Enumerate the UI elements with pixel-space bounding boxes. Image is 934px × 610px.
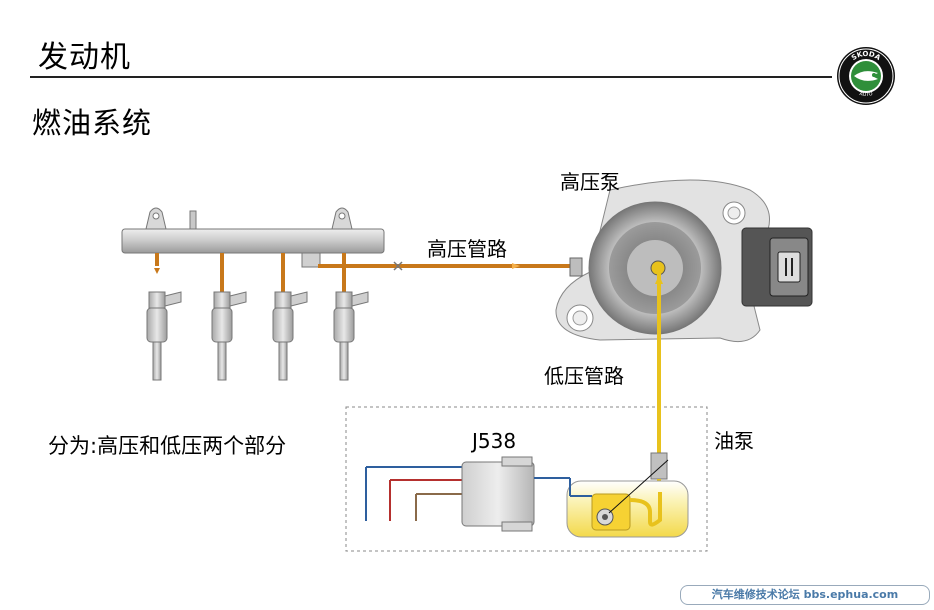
title-divider	[30, 76, 832, 78]
page-subtitle: 燃油系统	[32, 106, 153, 140]
watermark-badge: 汽车维修技术论坛 bbs.ephua.com	[680, 585, 930, 605]
high-pressure-pump	[555, 179, 813, 343]
fuel-rail	[121, 207, 385, 268]
label-high-pressure-pump: 高压泵	[560, 170, 620, 194]
svg-text:SKODA: SKODA	[850, 50, 882, 62]
page-title: 发动机	[38, 40, 131, 75]
skoda-logo-icon: SKODA AUTO	[837, 47, 895, 105]
svg-text:AUTO: AUTO	[859, 91, 874, 98]
low-pressure-region	[345, 406, 708, 552]
control-unit-j538	[365, 456, 592, 532]
system-description: 分为:高压和低压两个部分	[48, 434, 287, 458]
fuel-injectors	[146, 291, 369, 381]
label-high-pressure-line: 高压管路	[427, 237, 507, 261]
label-control-unit: J538	[470, 429, 516, 453]
logo-subtext: AUTO	[859, 91, 874, 98]
label-fuel-pump: 油泵	[714, 429, 754, 453]
fuel-tank	[566, 459, 689, 538]
high-pressure-line	[318, 261, 578, 271]
logo-text: SKODA	[850, 50, 882, 62]
label-low-pressure-line: 低压管路	[544, 364, 624, 388]
